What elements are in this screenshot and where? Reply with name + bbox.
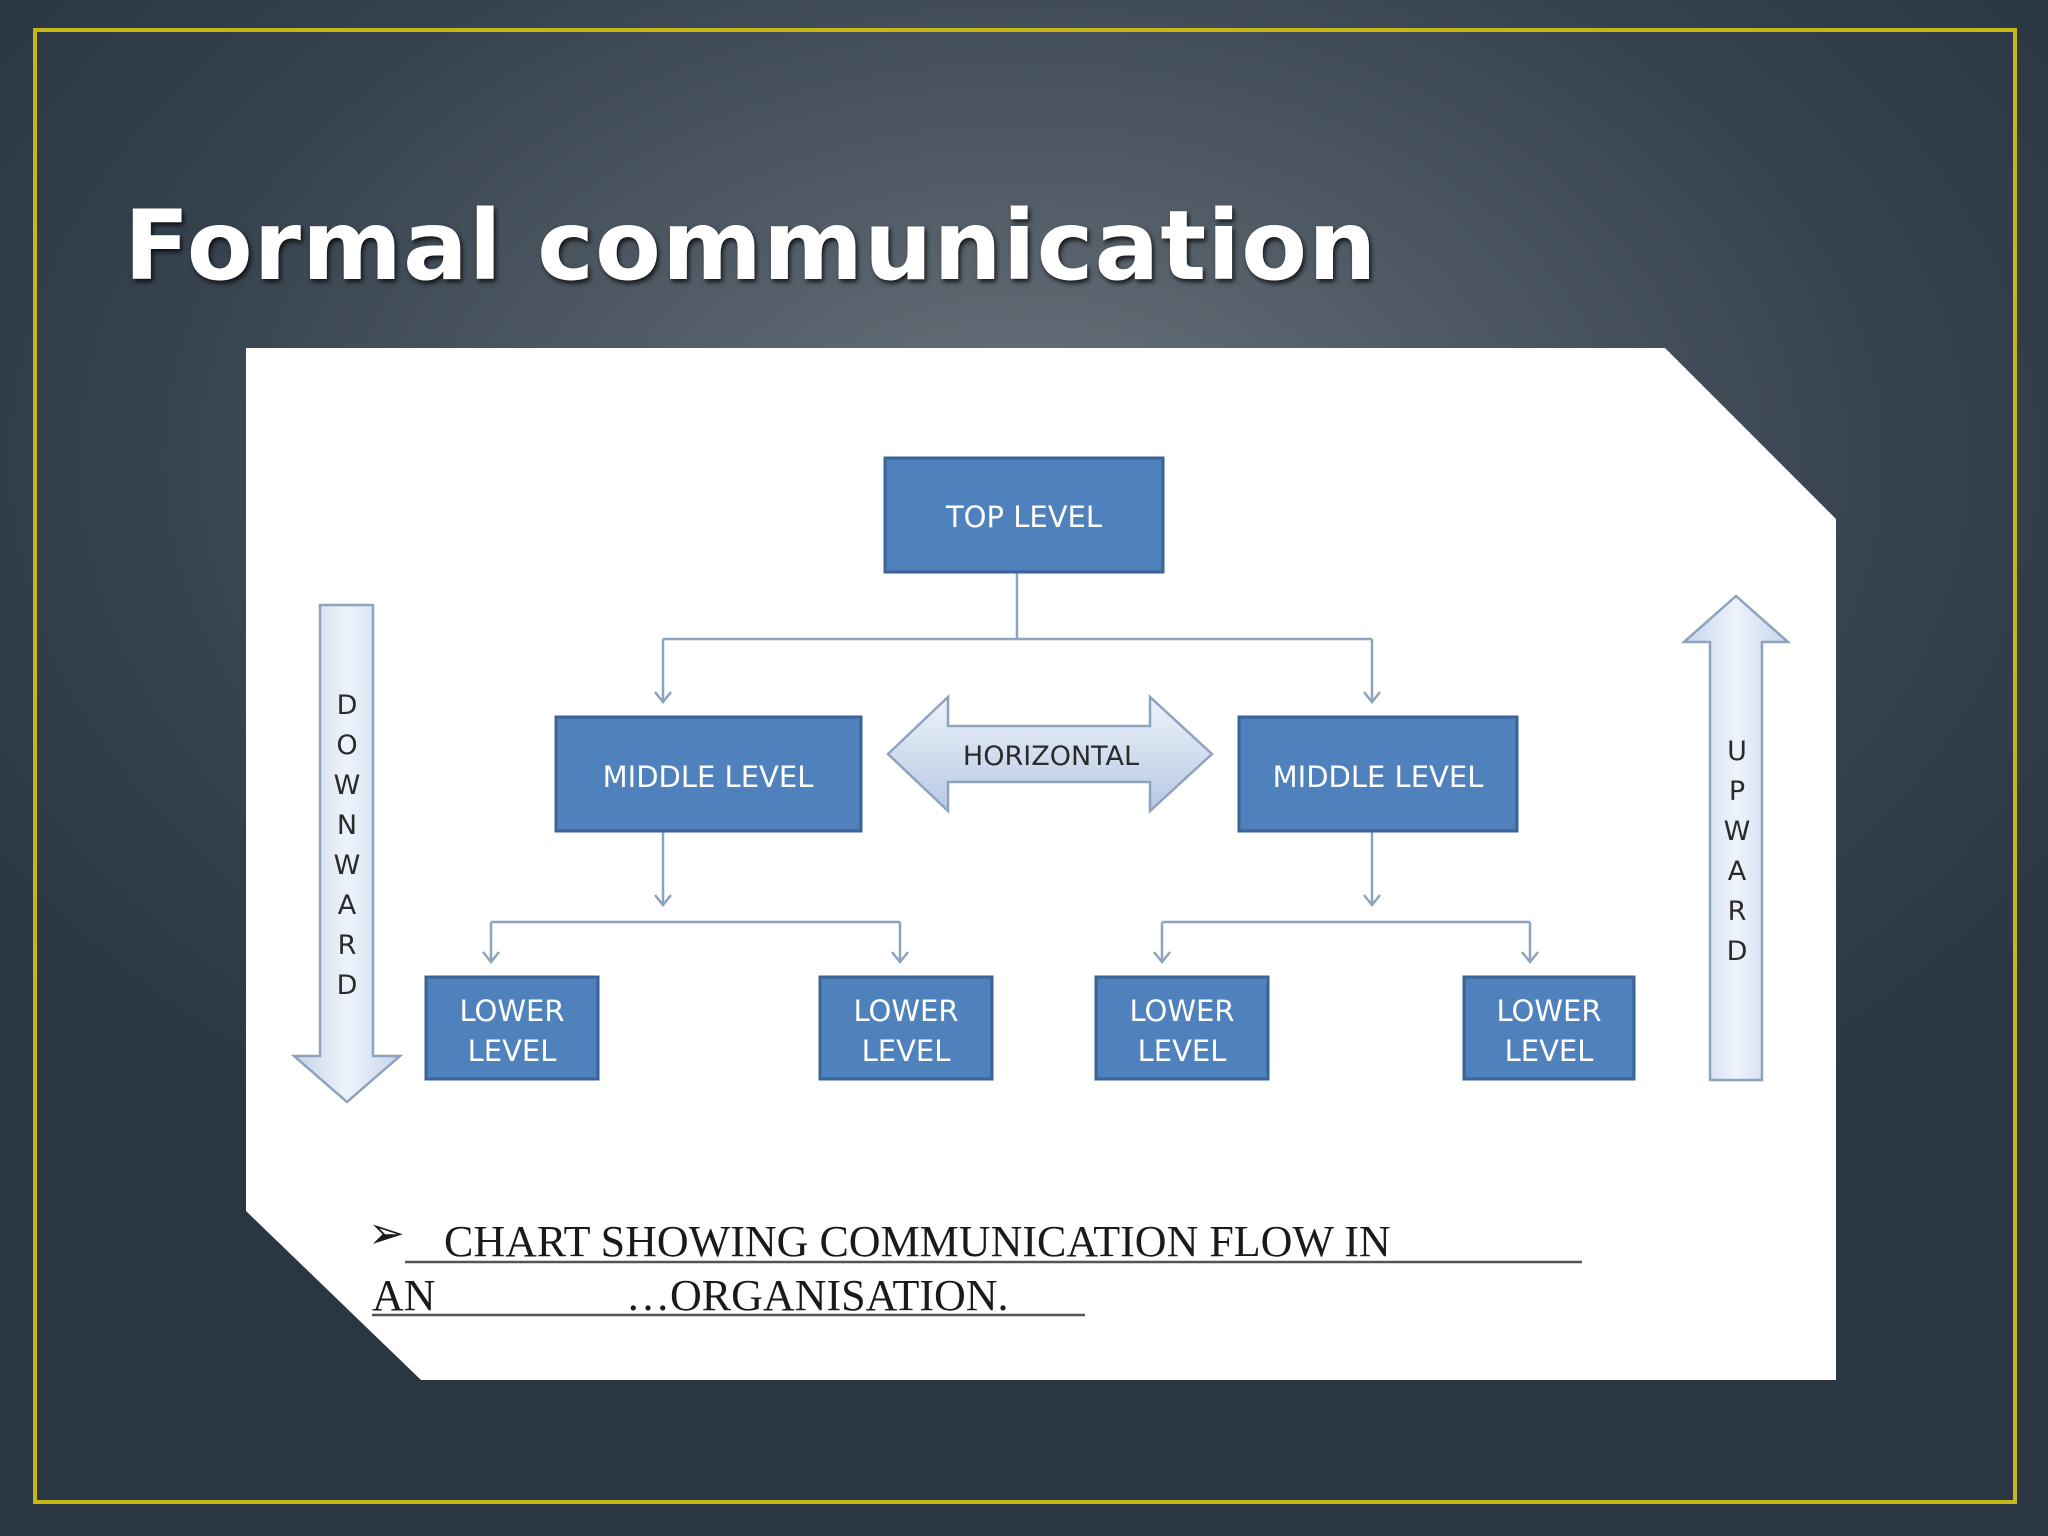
middle-level-box-left: MIDDLE LEVEL: [554, 715, 863, 833]
top-level-box: TOP LEVEL: [883, 456, 1165, 574]
lower-level-box-4: LOWER LEVEL: [1462, 975, 1636, 1081]
lower-level-label-3b: LEVEL: [1138, 1034, 1227, 1068]
downward-letter-5: A: [338, 890, 357, 921]
upward-letter-1: P: [1729, 776, 1745, 807]
lower-level-label-2a: LOWER: [853, 994, 958, 1028]
lower-level-label-2b: LEVEL: [862, 1034, 951, 1068]
downward-letter-2: W: [334, 770, 361, 801]
downward-letter-7: D: [337, 970, 358, 1001]
lower-level-label-1a: LOWER: [459, 994, 564, 1028]
connectors: [482, 572, 1539, 965]
lower-level-label-1b: LEVEL: [468, 1034, 557, 1068]
downward-letter-4: W: [334, 850, 361, 881]
middle-level-label-left: MIDDLE LEVEL: [603, 760, 814, 794]
upward-letter-2: W: [1724, 816, 1751, 847]
upward-letter-0: U: [1727, 736, 1747, 767]
lower-level-label-4b: LEVEL: [1505, 1034, 1594, 1068]
top-level-label: TOP LEVEL: [945, 500, 1102, 534]
slide-frame: [33, 28, 2017, 1504]
lower-level-label-3a: LOWER: [1129, 994, 1234, 1028]
diagram-caption: ➢ CHART SHOWING COMMUNICATION FLOW IN AN…: [368, 1209, 1582, 1320]
downward-letter-1: O: [336, 730, 357, 761]
downward-letter-3: N: [337, 810, 357, 841]
lower-level-box-1: LOWER LEVEL: [424, 975, 600, 1081]
horizontal-label: HORIZONTAL: [963, 741, 1139, 772]
downward-letter-0: D: [337, 690, 358, 721]
lower-level-label-4a: LOWER: [1496, 994, 1601, 1028]
caption-line-2-start: AN: [372, 1271, 436, 1320]
downward-letter-6: R: [338, 930, 357, 961]
upward-letter-4: R: [1728, 896, 1747, 927]
lower-level-box-2: LOWER LEVEL: [818, 975, 994, 1081]
upward-letter-3: A: [1728, 856, 1747, 887]
middle-level-label-right: MIDDLE LEVEL: [1273, 760, 1484, 794]
caption-bullet: ➢: [368, 1209, 405, 1258]
lower-level-box-3: LOWER LEVEL: [1094, 975, 1270, 1081]
horizontal-arrow: HORIZONTAL: [886, 694, 1214, 814]
upward-letter-5: D: [1727, 936, 1748, 967]
middle-level-box-right: MIDDLE LEVEL: [1237, 715, 1519, 833]
caption-line-1: CHART SHOWING COMMUNICATION FLOW IN: [444, 1217, 1391, 1266]
caption-line-2-end: …ORGANISATION.: [626, 1271, 1009, 1320]
slide-title: Formal communication: [124, 190, 1378, 302]
